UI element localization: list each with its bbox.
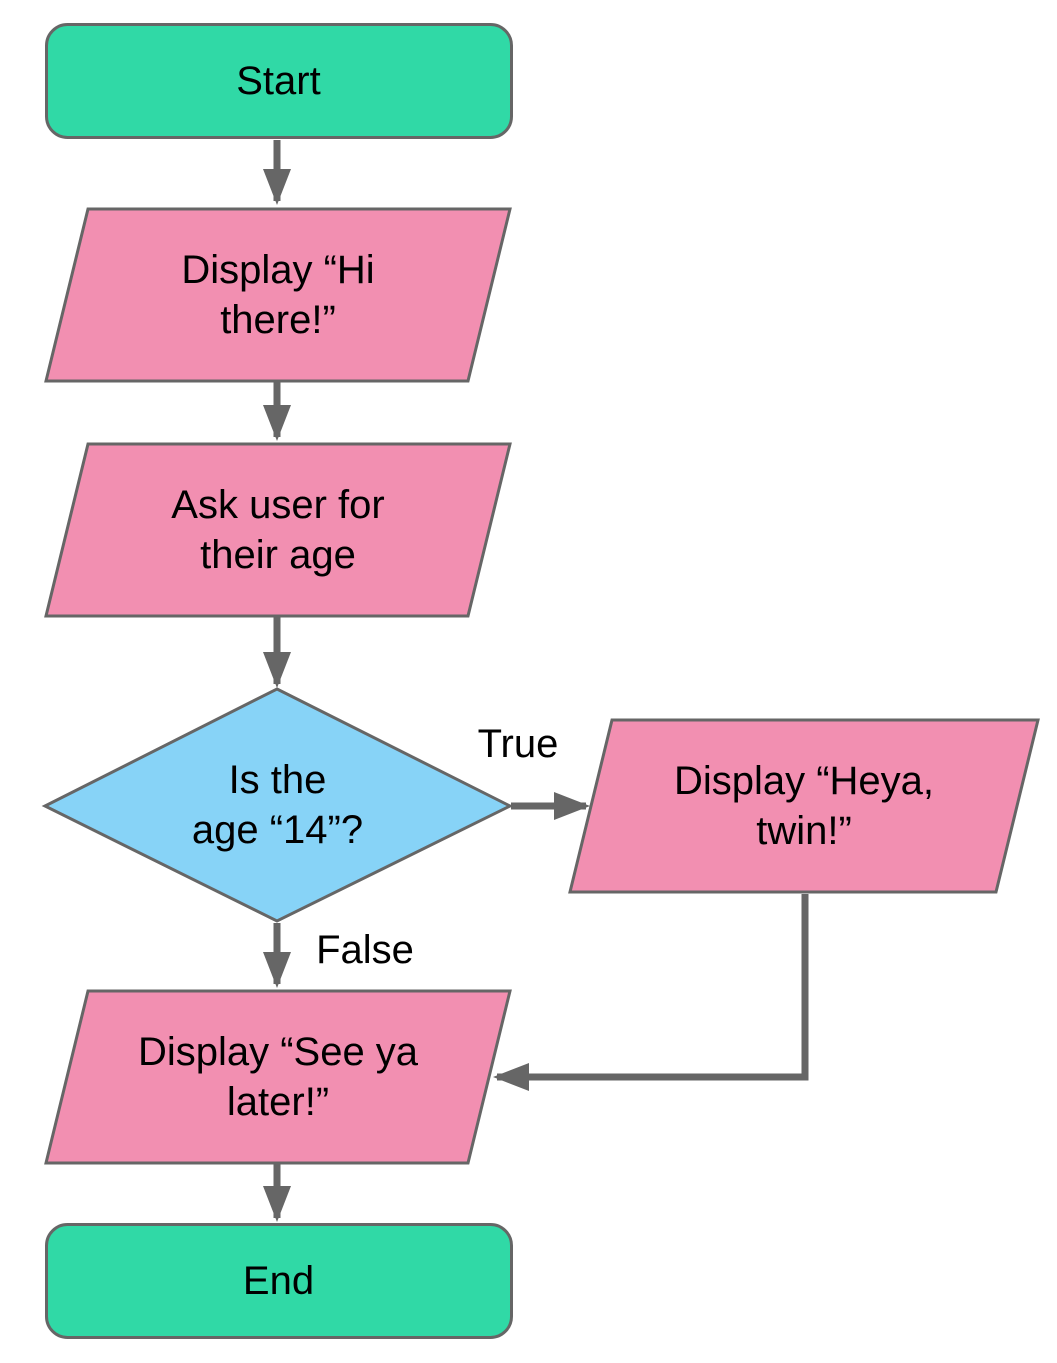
edge-display-heya-to-display-see-ya	[493, 894, 809, 1091]
node-display-hi-there-shape	[44, 207, 512, 383]
node-start-shape	[45, 23, 513, 139]
node-display-see-ya-later-shape	[44, 989, 512, 1165]
node-decision-age-check-shape	[41, 687, 514, 923]
edge-label-false: False	[316, 928, 414, 972]
node-display-see-ya-later-label: Display “See ya later!”	[137, 1030, 419, 1124]
node-end-shape	[45, 1223, 513, 1339]
node-display-heya-twin-label: Display “Heya, twin!”	[673, 759, 935, 853]
node-display-hi-there-label: Display “Hi there!”	[181, 248, 375, 342]
node-display-heya-twin-shape	[568, 718, 1040, 894]
edge-label-true: True	[477, 722, 559, 766]
node-end-label: End	[242, 1259, 315, 1303]
node-decision-age-check-label: Is the age “14”?	[191, 758, 364, 852]
node-start-label: Start	[236, 58, 321, 103]
node-ask-age-label: Ask user for their age	[171, 483, 385, 577]
node-ask-age-shape	[44, 442, 512, 618]
